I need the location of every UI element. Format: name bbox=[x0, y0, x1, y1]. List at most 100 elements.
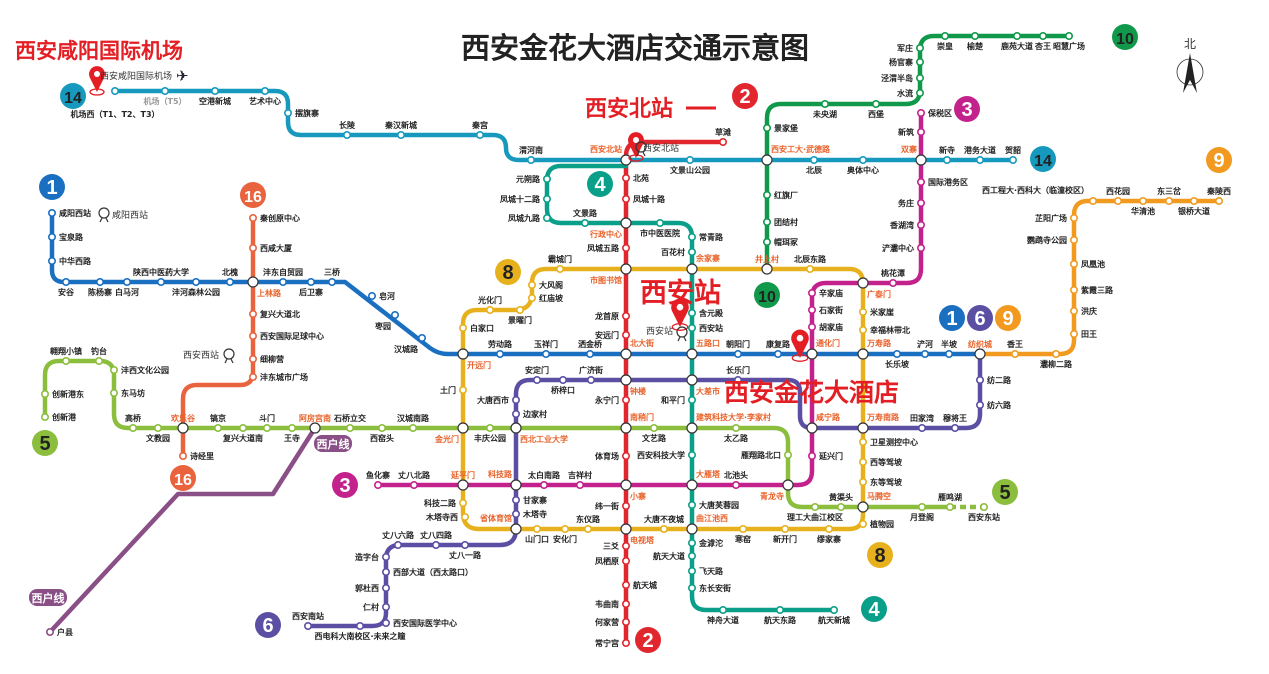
station-label[interactable]: 上林路 bbox=[257, 288, 282, 298]
station-node[interactable] bbox=[542, 195, 551, 204]
station-node[interactable] bbox=[687, 450, 696, 459]
station-node[interactable] bbox=[249, 244, 258, 253]
station-label[interactable]: 金滹沱 bbox=[698, 538, 723, 548]
station-label[interactable]: 西等驾坡 bbox=[870, 457, 903, 467]
station-node[interactable] bbox=[940, 31, 949, 40]
transfer-station-icon[interactable] bbox=[620, 422, 632, 434]
station-node[interactable] bbox=[532, 375, 541, 384]
station-label[interactable]: 西花园 bbox=[1106, 186, 1130, 196]
station-label[interactable]: 秦陵西 bbox=[1206, 186, 1231, 196]
station-node[interactable] bbox=[1012, 31, 1021, 40]
station-node[interactable] bbox=[621, 330, 630, 339]
station-node[interactable] bbox=[858, 156, 867, 165]
station-node[interactable] bbox=[1165, 197, 1174, 206]
station-node[interactable] bbox=[915, 43, 924, 52]
station-label[interactable]: 西安科技大学 bbox=[637, 450, 685, 460]
station-label[interactable]: 东三岔 bbox=[1157, 186, 1182, 196]
station-node[interactable] bbox=[542, 214, 551, 223]
station-node[interactable] bbox=[655, 219, 664, 228]
station-node[interactable] bbox=[858, 325, 867, 334]
station-node[interactable] bbox=[458, 385, 467, 394]
station-label[interactable]: 体育场 bbox=[595, 451, 619, 461]
station-label[interactable]: 长乐坡 bbox=[885, 359, 910, 369]
station-label[interactable]: 常宁宫 bbox=[595, 638, 619, 648]
station-label[interactable]: 钟楼 bbox=[630, 386, 646, 396]
station-label[interactable]: 白家口 bbox=[470, 323, 494, 333]
transfer-station-icon[interactable] bbox=[761, 263, 773, 275]
station-label[interactable]: 秦创原中心 bbox=[259, 213, 300, 223]
station-label[interactable]: 元朔路 bbox=[516, 174, 541, 184]
station-label[interactable]: 田王 bbox=[1081, 330, 1097, 339]
station-label[interactable]: 北苑 bbox=[633, 173, 649, 183]
station-node[interactable] bbox=[621, 580, 630, 589]
station-label[interactable]: 飞天路 bbox=[699, 566, 724, 576]
station-node[interactable] bbox=[249, 372, 258, 381]
station-label[interactable]: 西堡 bbox=[868, 109, 884, 119]
station-label[interactable]: 丈八北路 bbox=[398, 470, 431, 480]
station-node[interactable] bbox=[367, 291, 376, 300]
station-label[interactable]: 北辰东路 bbox=[794, 254, 827, 264]
station-label[interactable]: 洪庆 bbox=[1081, 306, 1097, 316]
station-node[interactable] bbox=[892, 349, 901, 358]
station-node[interactable] bbox=[61, 356, 70, 365]
station-node[interactable] bbox=[47, 233, 56, 242]
station-label[interactable]: 复兴大道北 bbox=[259, 309, 300, 319]
station-label[interactable]: 皂河 bbox=[379, 291, 395, 301]
station-label[interactable]: 东长安街 bbox=[699, 583, 731, 593]
station-label[interactable]: 万寿南路 bbox=[866, 412, 900, 422]
station-label[interactable]: 枣园 bbox=[374, 321, 391, 331]
station-node[interactable] bbox=[733, 375, 742, 384]
station-label[interactable]: 丈八一路 bbox=[449, 550, 482, 560]
station-label[interactable]: 户县 bbox=[57, 627, 73, 637]
station-label[interactable]: 行政中心 bbox=[589, 229, 622, 239]
station-node[interactable] bbox=[687, 551, 696, 560]
station-label[interactable]: 西安东站 bbox=[968, 512, 1000, 522]
station-node[interactable] bbox=[541, 349, 550, 358]
station-node[interactable] bbox=[110, 388, 119, 397]
station-label[interactable]: 凤栖原 bbox=[595, 556, 619, 566]
station-label[interactable]: 奥体中心 bbox=[846, 165, 879, 175]
station-node[interactable] bbox=[916, 109, 925, 118]
transfer-station-icon[interactable] bbox=[309, 422, 321, 434]
station-label[interactable]: 吉祥村 bbox=[568, 470, 592, 480]
station-label[interactable]: 大唐不夜城 bbox=[644, 514, 684, 524]
station-label[interactable]: 玉祥门 bbox=[534, 339, 558, 349]
station-label[interactable]: 钓台 bbox=[91, 346, 107, 356]
station-label[interactable]: 凤城九路 bbox=[508, 213, 541, 223]
station-label[interactable]: 东等驾坡 bbox=[870, 477, 903, 487]
station-node[interactable] bbox=[621, 195, 630, 204]
station-node[interactable] bbox=[381, 618, 390, 627]
station-label[interactable]: 理工大曲江校区 bbox=[787, 512, 843, 522]
station-node[interactable] bbox=[975, 400, 984, 409]
station-node[interactable] bbox=[975, 375, 984, 384]
station-label[interactable]: 香王 bbox=[1006, 339, 1023, 349]
station-label[interactable]: 太白南路 bbox=[527, 470, 561, 480]
station-node[interactable] bbox=[393, 540, 402, 549]
transfer-station-icon[interactable] bbox=[915, 154, 927, 166]
station-node[interactable] bbox=[560, 524, 569, 533]
station-label[interactable]: 紫霞三路 bbox=[1081, 285, 1114, 295]
station-label[interactable]: 西电科大南校区·未来之瞳 bbox=[314, 631, 405, 641]
station-node[interactable] bbox=[773, 349, 782, 358]
station-node[interactable] bbox=[807, 288, 816, 297]
station-label[interactable]: 翱翔小镇 bbox=[49, 346, 82, 356]
station-label[interactable]: 土门 bbox=[440, 385, 456, 395]
station-label[interactable]: 团结村 bbox=[774, 217, 798, 227]
transfer-station-icon[interactable] bbox=[806, 422, 818, 434]
station-node[interactable] bbox=[161, 87, 170, 96]
station-label[interactable]: 宝泉路 bbox=[59, 232, 84, 242]
station-node[interactable] bbox=[342, 131, 351, 140]
station-node[interactable] bbox=[47, 256, 56, 265]
station-label[interactable]: 红庙坡 bbox=[539, 293, 564, 303]
station-label[interactable]: 大唐西市 bbox=[477, 395, 509, 405]
station-label[interactable]: 空港新城 bbox=[199, 96, 231, 106]
station-label[interactable]: 汉城路 bbox=[394, 344, 419, 354]
station-label[interactable]: 神舟大道 bbox=[707, 615, 739, 625]
station-label[interactable]: 灞柳二路 bbox=[1040, 359, 1073, 369]
station-label[interactable]: 后卫寨 bbox=[299, 287, 323, 297]
station-node[interactable] bbox=[858, 457, 867, 466]
station-label[interactable]: 省体育馆 bbox=[479, 513, 512, 523]
station-node[interactable] bbox=[110, 365, 119, 374]
station-node[interactable] bbox=[558, 375, 567, 384]
station-label[interactable]: 甘家寨 bbox=[523, 495, 547, 505]
